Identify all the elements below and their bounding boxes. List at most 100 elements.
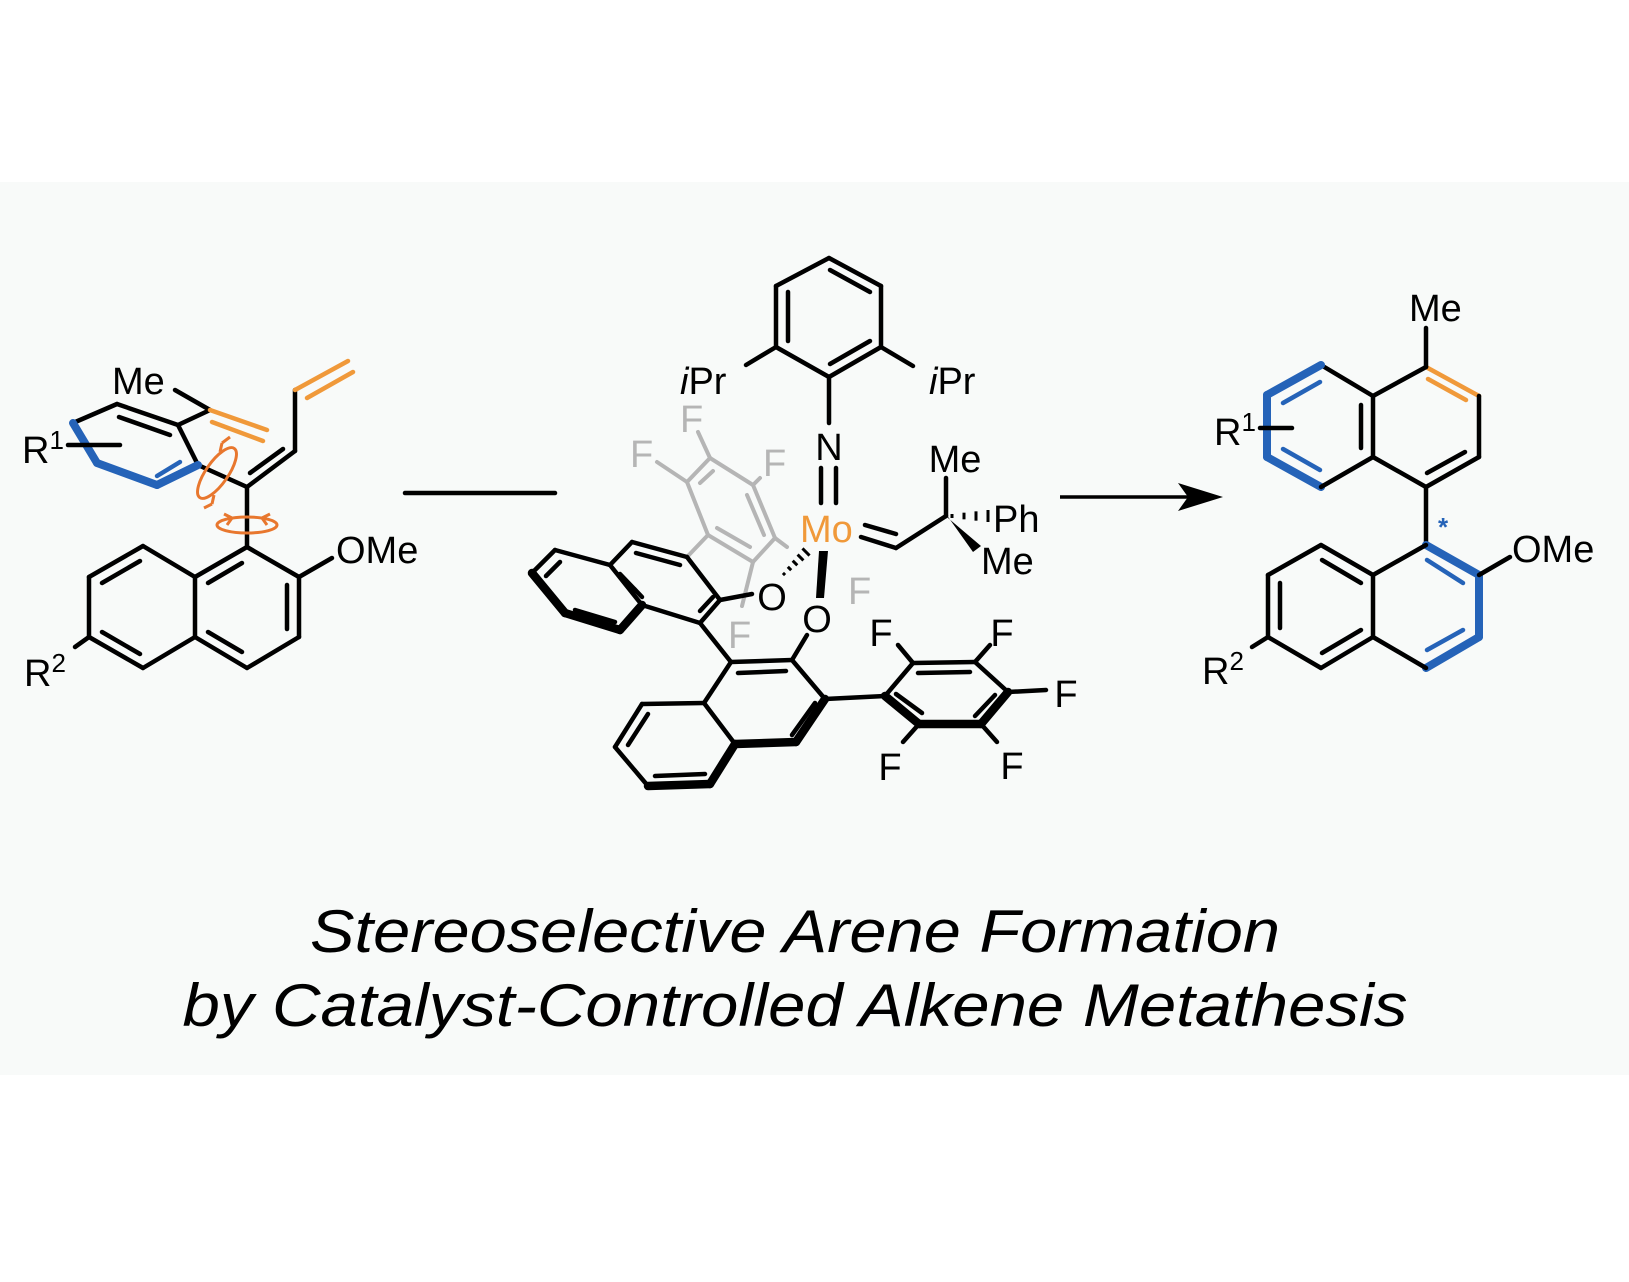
- orange-highlight-bond: [207, 407, 270, 433]
- bond: [1424, 449, 1468, 476]
- product-r1-label: R1: [1214, 407, 1256, 454]
- bond: [900, 721, 922, 745]
- rotation-arrowhead: [223, 512, 234, 526]
- bond: [1318, 362, 1376, 399]
- faded-bond: [751, 536, 777, 564]
- bond: [972, 692, 998, 719]
- bond: [972, 659, 1011, 695]
- bond: [1370, 634, 1429, 671]
- bond: [822, 693, 888, 702]
- bond: [705, 739, 740, 789]
- bond: [244, 448, 298, 490]
- bond: [527, 568, 570, 618]
- catalyst-me-top-label: Me: [929, 439, 982, 481]
- bond: [99, 558, 143, 586]
- blue-highlight-bond: [1422, 541, 1483, 579]
- bond: [192, 634, 250, 671]
- substrate-ome-label: OMe: [336, 530, 418, 572]
- catalyst-o-upper-label: O: [757, 577, 787, 619]
- bond: [878, 344, 916, 369]
- catalyst-faded-f-label: F: [728, 615, 751, 657]
- bond-lines: [65, 255, 1513, 791]
- bond: [86, 634, 146, 671]
- bond: [826, 344, 884, 380]
- title-line-1: Stereoselective Arene Formation: [310, 898, 1280, 965]
- bond: [826, 255, 884, 289]
- faded-bond: [773, 536, 789, 549]
- faded-bond: [685, 456, 712, 484]
- bond: [827, 267, 873, 295]
- catalyst-ph-label: Ph: [993, 499, 1039, 541]
- bond: [140, 634, 198, 671]
- faded-bond: [751, 476, 762, 487]
- catalyst-n-label: N: [815, 427, 842, 469]
- blue-highlight-bond: [154, 459, 183, 479]
- bond: [247, 446, 286, 476]
- bond: [1318, 542, 1376, 578]
- orange-highlight-bond: [304, 369, 356, 401]
- wedge-bond-me: [946, 514, 981, 552]
- blue-highlight-bond: [1263, 361, 1325, 399]
- bond: [612, 701, 645, 750]
- bond: [1370, 454, 1429, 490]
- bond: [978, 721, 1000, 745]
- bond: [86, 543, 146, 580]
- catalyst-faded-f-label: F: [630, 434, 653, 476]
- rotation-arrows: [196, 435, 279, 535]
- bond: [697, 594, 716, 614]
- faded-bond: [655, 460, 689, 484]
- bond: [175, 407, 213, 428]
- bond: [114, 401, 181, 428]
- faded-bond: [751, 483, 777, 540]
- bond: [735, 668, 789, 676]
- faded-bond: [696, 430, 712, 460]
- rotation-arrowhead: [260, 512, 271, 526]
- catalyst-faded-f-label: F: [680, 399, 703, 441]
- blue-highlight-bond: [93, 459, 161, 489]
- bond: [976, 687, 1013, 729]
- catalyst-faded-f-label: F: [763, 443, 786, 485]
- catalyst-c6f5-f-label: F: [878, 747, 901, 789]
- product-me-label: Me: [1409, 288, 1462, 330]
- bond: [643, 779, 715, 791]
- rotation-arrowhead: [218, 435, 231, 453]
- product-stereo-mark: *: [1438, 512, 1449, 542]
- bond: [192, 544, 250, 580]
- bond: [629, 539, 690, 560]
- bond: [893, 513, 949, 551]
- bond: [773, 344, 832, 380]
- bond: [296, 555, 335, 580]
- blue-highlight-bond: [1424, 627, 1466, 653]
- bond: [552, 547, 613, 568]
- bond: [717, 591, 755, 603]
- reaction-arrowhead-icon: [1178, 483, 1223, 511]
- faded-bond: [715, 526, 752, 549]
- bond: [789, 657, 828, 702]
- rotation-arrow-axis-bond: [215, 515, 279, 535]
- bond: [70, 401, 120, 426]
- catalyst-o-lower-label: O: [802, 599, 832, 641]
- substrate-r1-label: R1: [22, 425, 64, 472]
- bond: [529, 547, 558, 576]
- bond: [633, 550, 683, 568]
- faded-bond: [685, 480, 710, 537]
- bond: [1249, 634, 1271, 650]
- bond: [701, 659, 734, 706]
- bond: [880, 691, 924, 729]
- bond: [612, 744, 651, 789]
- orange-highlight-bond: [209, 419, 266, 444]
- blue-highlight-bond: [1280, 446, 1323, 473]
- bond: [684, 554, 723, 603]
- faded-bond: [745, 493, 766, 537]
- product-r2-label: R2: [1202, 646, 1244, 693]
- bond: [617, 571, 645, 600]
- faded-bond: [685, 533, 710, 559]
- rotation-arrow-aryl-bond: [196, 446, 238, 500]
- bond: [560, 608, 625, 635]
- bond: [728, 657, 795, 665]
- bond: [1319, 627, 1364, 656]
- substrate-me-label: Me: [112, 361, 165, 403]
- blue-highlight-bond: [153, 461, 202, 489]
- bond: [882, 660, 916, 699]
